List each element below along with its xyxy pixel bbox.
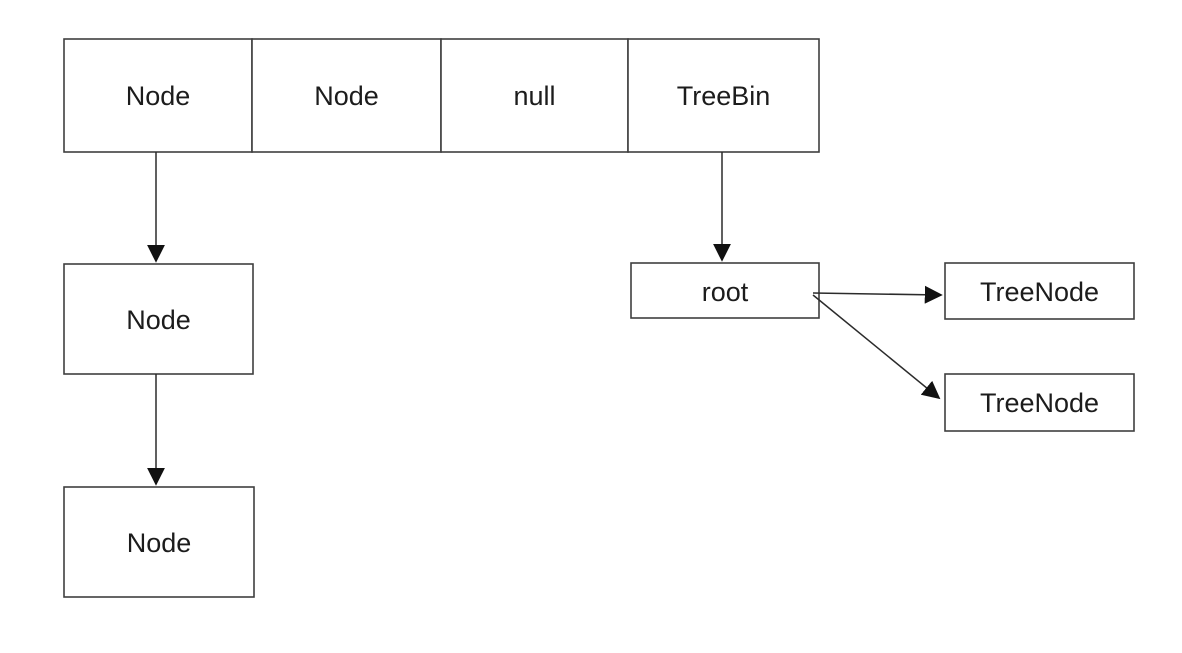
array-cell-null xyxy=(440,38,629,153)
treenode-box-2-label: TreeNode xyxy=(980,388,1099,418)
array-cell-node-2 xyxy=(251,38,442,153)
bucket-array: Node Node null TreeBin xyxy=(63,38,820,153)
root-box-label: root xyxy=(702,277,749,307)
linked-node-box-3 xyxy=(63,486,255,598)
array-cell-treebin xyxy=(627,38,820,153)
treenode-box-1 xyxy=(944,262,1135,320)
array-cell-node-1-label: Node xyxy=(126,81,191,111)
arrow-root-to-treenode-2 xyxy=(812,294,941,400)
treebin-branch: root TreeNode TreeNode xyxy=(630,152,1135,432)
root-box xyxy=(630,262,820,319)
arrow-root-to-treenode-1 xyxy=(812,285,943,304)
array-cell-node-2-label: Node xyxy=(314,81,379,111)
array-cell-null-label: null xyxy=(513,81,555,111)
treenode-box-2 xyxy=(944,373,1135,432)
linked-node-box-3-label: Node xyxy=(127,528,192,558)
linked-list-chain: Node Node xyxy=(63,152,255,598)
treenode-box-1-label: TreeNode xyxy=(980,277,1099,307)
array-cell-node-1 xyxy=(63,38,253,153)
array-cell-treebin-label: TreeBin xyxy=(677,81,771,111)
linked-node-box-2 xyxy=(63,263,254,375)
linked-node-box-2-label: Node xyxy=(126,305,191,335)
